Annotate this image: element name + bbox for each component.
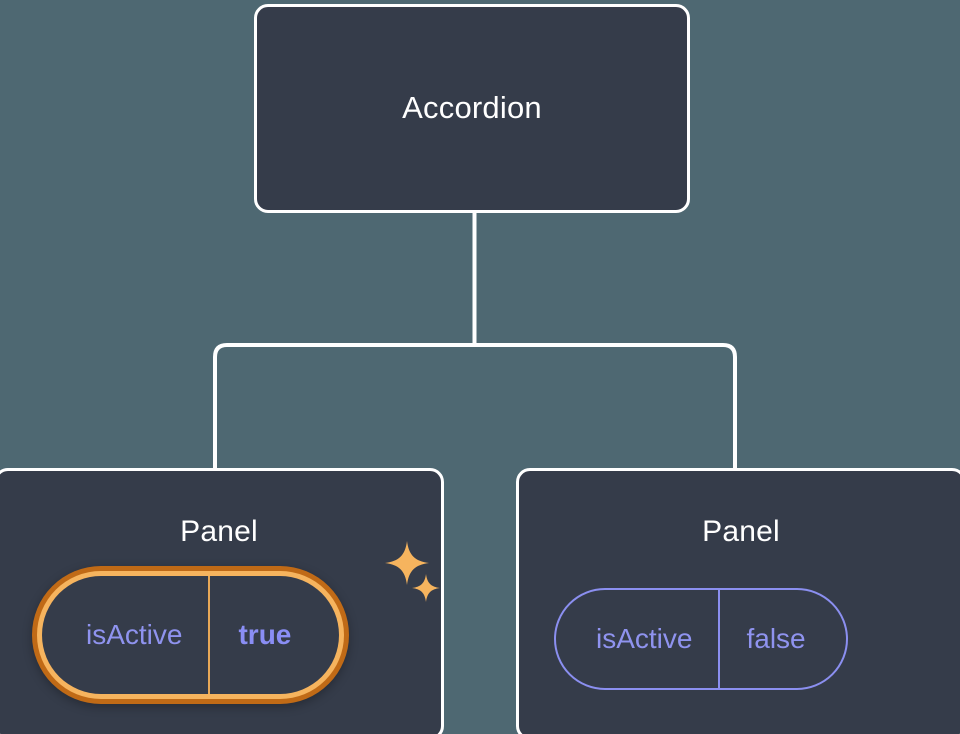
prop-pill-left[interactable]: isActive true	[32, 566, 350, 704]
node-accordion[interactable]: Accordion	[254, 4, 690, 213]
prop-key-left: isActive	[86, 619, 183, 650]
prop-pill-left-glow: isActive true	[32, 566, 350, 704]
node-accordion-label: Accordion	[402, 90, 542, 126]
prop-pill-right-body: isActive false	[554, 588, 848, 690]
prop-value-left: true	[208, 576, 339, 694]
prop-pill-left-body: isActive true	[42, 576, 340, 694]
prop-pill-right[interactable]: isActive false	[554, 588, 848, 690]
prop-value-right: false	[718, 590, 845, 688]
prop-pill-left-ring: isActive true	[37, 571, 345, 699]
node-panel-left-label: Panel	[180, 515, 258, 548]
node-panel-right-label: Panel	[702, 515, 780, 548]
prop-key-right: isActive	[596, 623, 693, 654]
edge-children-bus	[213, 343, 737, 470]
